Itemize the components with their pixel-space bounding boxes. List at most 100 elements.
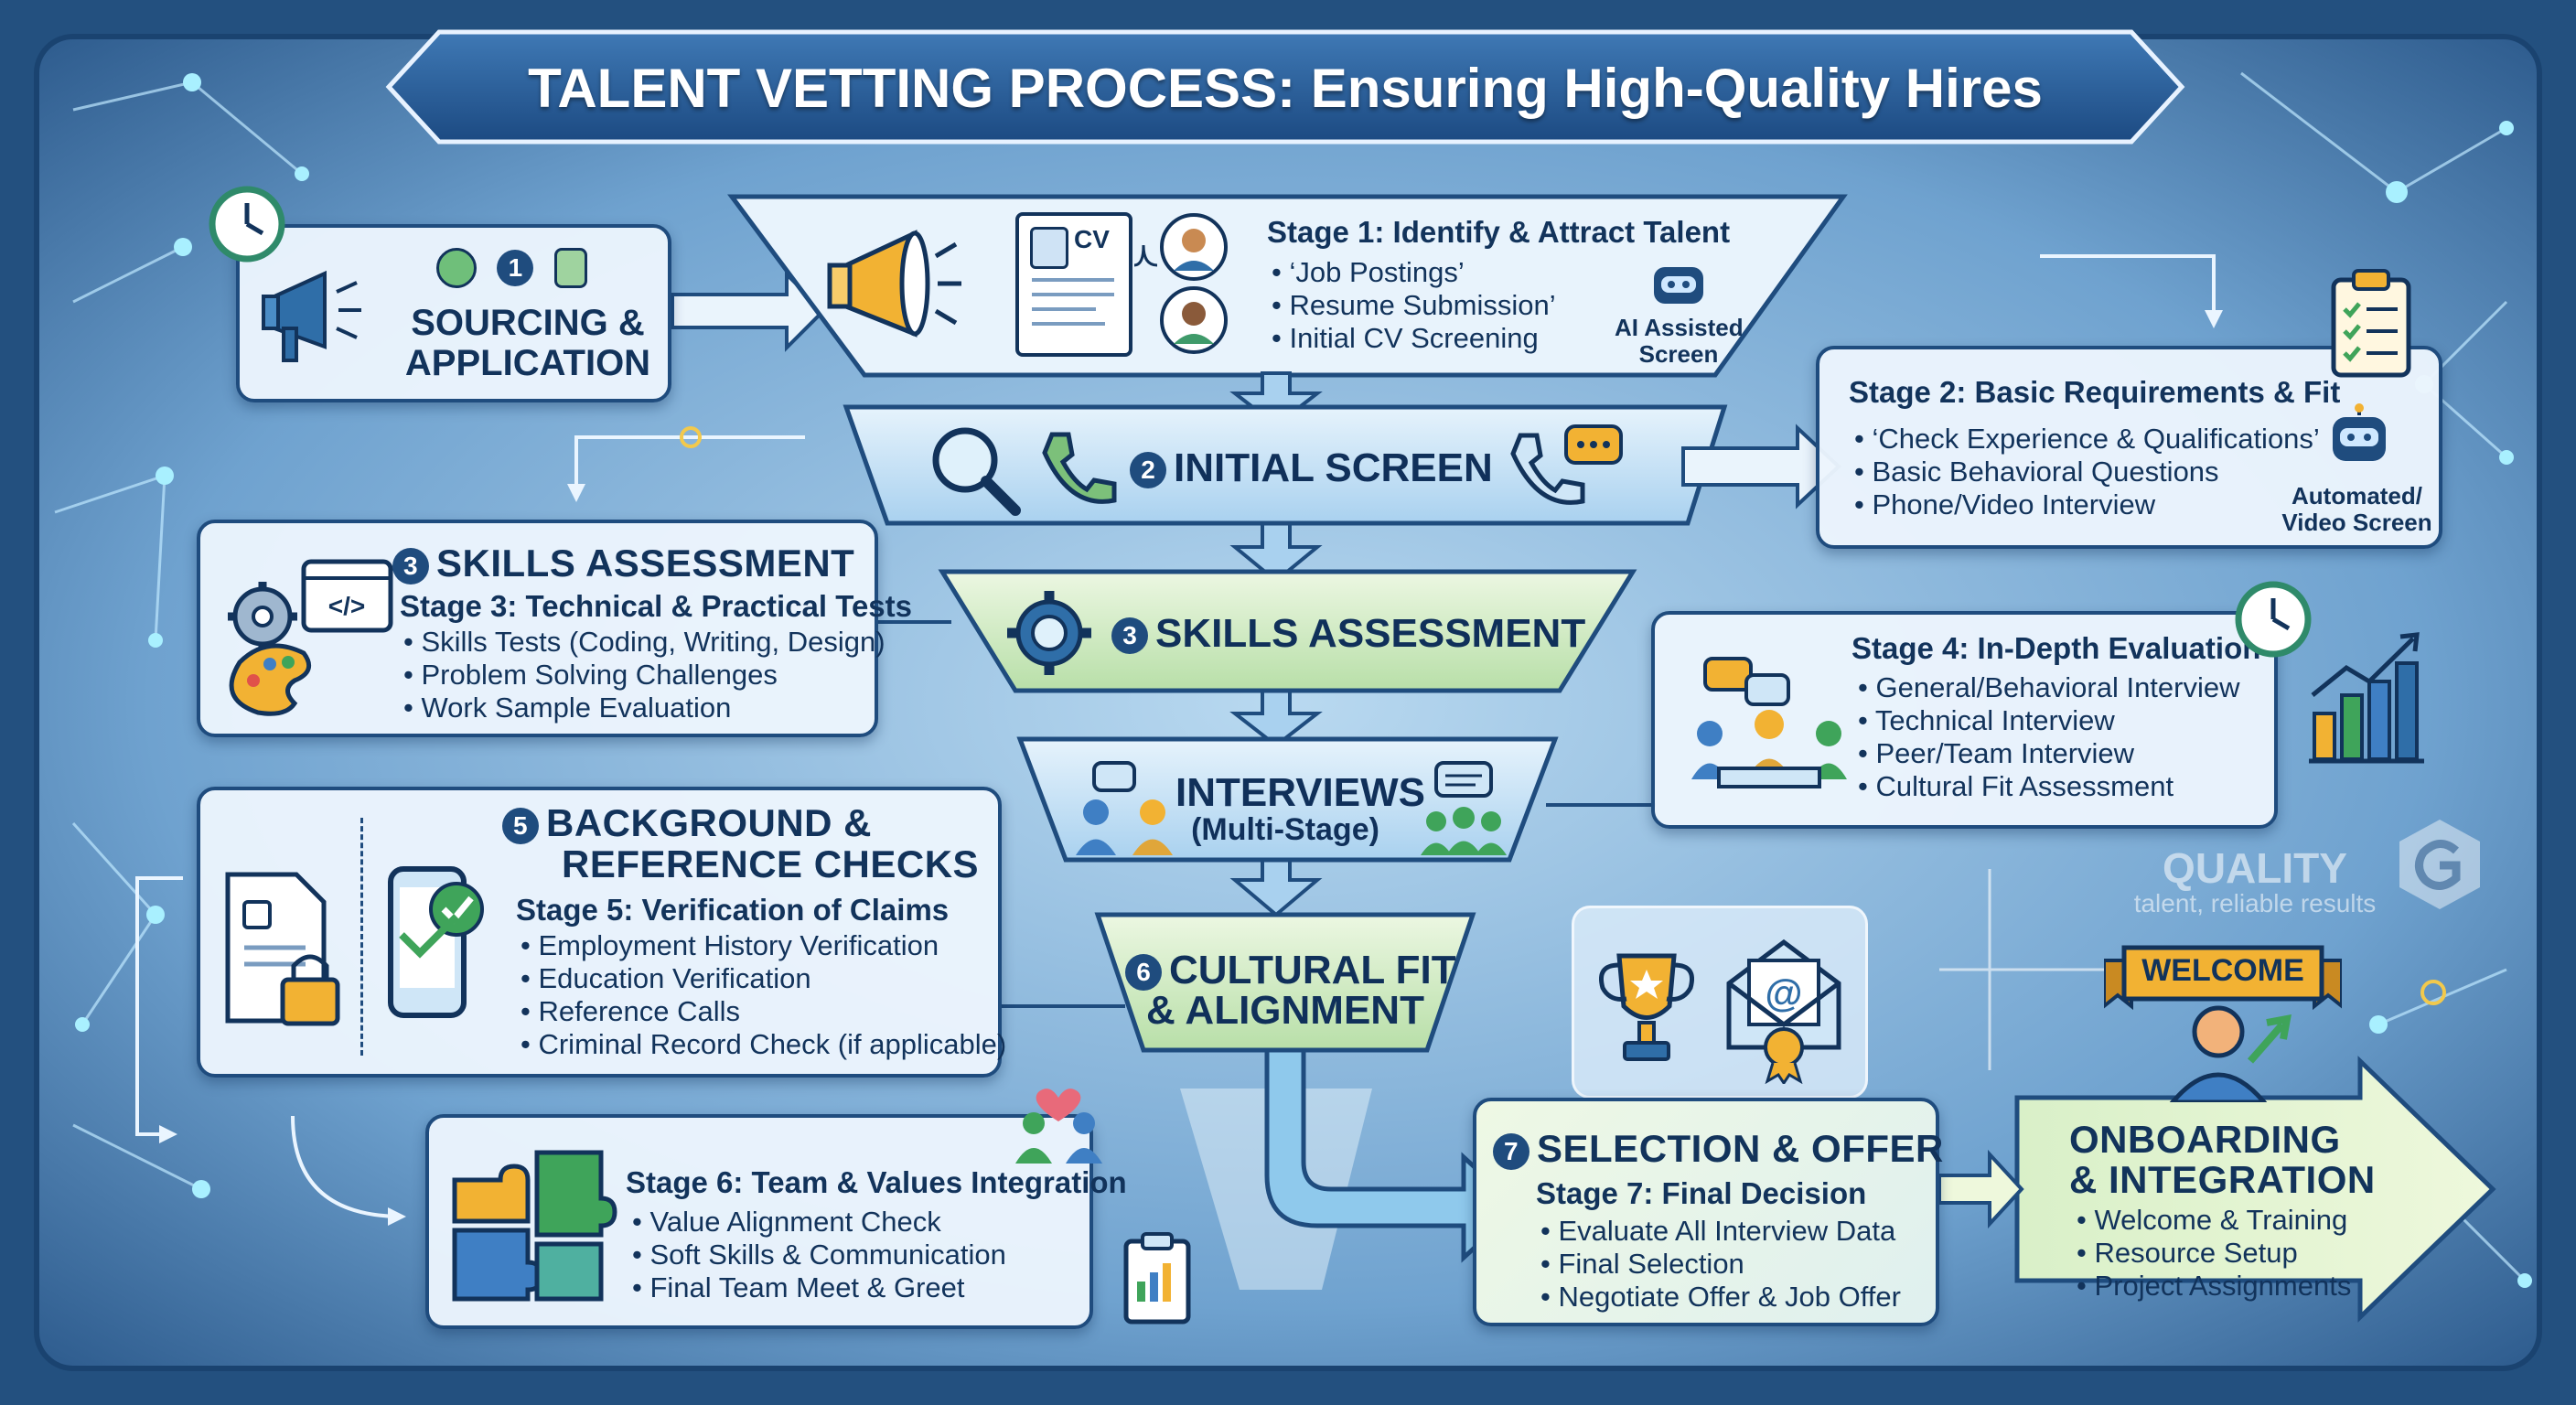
candidates-icon bbox=[1133, 213, 1228, 354]
list-item: Value Alignment Check bbox=[632, 1206, 1006, 1239]
list-item: Project Assignments bbox=[2077, 1270, 2351, 1303]
list-item: General/Behavioral Interview bbox=[1858, 671, 2239, 704]
welcome-banner-text: WELCOME bbox=[2141, 953, 2304, 988]
step-number: 3 bbox=[392, 547, 429, 585]
list-item: Initial CV Screening bbox=[1272, 322, 1556, 355]
step-number: 7 bbox=[1493, 1132, 1530, 1170]
interviews-label-line1: INTERVIEWS bbox=[1175, 770, 1426, 815]
stage3-list: Skills Tests (Coding, Writing, Design) P… bbox=[403, 626, 886, 724]
stage1-tag-line2: Screen bbox=[1638, 340, 1719, 368]
stage7-list: Evaluate All Interview Data Final Select… bbox=[1540, 1215, 1901, 1314]
list-item: Phone/Video Interview bbox=[1854, 488, 2320, 521]
robot-icon bbox=[1654, 267, 1703, 304]
interviews-label-line2: (Multi-Stage) bbox=[1191, 812, 1379, 847]
logo-icon bbox=[2399, 820, 2480, 909]
stage2-box: Stage 2: Basic Requirements & Fit ‘Check… bbox=[1816, 346, 2442, 549]
background-title-text: BACKGROUND & bbox=[546, 801, 872, 844]
onboarding-list: Welcome & Training Resource Setup Projec… bbox=[2077, 1204, 2351, 1303]
list-item: ‘Job Postings’ bbox=[1272, 256, 1556, 289]
welcome-banner bbox=[2104, 945, 2342, 1011]
divider bbox=[360, 818, 363, 1056]
list-item: Technical Interview bbox=[1858, 704, 2240, 737]
phone-verified-icon bbox=[388, 866, 484, 1018]
code-icon-text: </> bbox=[328, 592, 365, 620]
phone-icon bbox=[553, 248, 587, 288]
stage7-heading: Stage 7: Final Decision bbox=[1536, 1176, 1867, 1210]
cultural-label-text: CULTURAL FIT bbox=[1169, 948, 1456, 992]
step-number: 2 bbox=[1130, 452, 1166, 489]
stage5-heading: Stage 5: Verification of Claims bbox=[516, 893, 950, 927]
list-item: Resume Submission’ bbox=[1272, 289, 1555, 322]
stage2-tag-line2: Video Screen bbox=[2281, 509, 2432, 536]
magnifier-icon bbox=[932, 427, 1021, 516]
gears-code-icon: </> bbox=[228, 559, 393, 716]
clock-icon bbox=[209, 186, 285, 263]
stage1-tag-line1: AI Assisted bbox=[1615, 314, 1744, 341]
interview-people-icon bbox=[1076, 761, 1173, 855]
list-item: Criminal Record Check (if applicable) bbox=[521, 1028, 1006, 1061]
list-item: Soft Skills & Communication bbox=[632, 1239, 1005, 1271]
step-number: 3 bbox=[1111, 617, 1148, 655]
stage6-box: Stage 6: Team & Values Integration Value… bbox=[425, 1114, 1127, 1329]
quality-tagline: talent, reliable results bbox=[2133, 889, 2377, 917]
step-number: 1 bbox=[497, 250, 534, 286]
list-item: Reference Calls bbox=[521, 995, 1006, 1028]
gear-globe-icon bbox=[1007, 591, 1091, 675]
list-item: Resource Setup bbox=[2077, 1237, 2351, 1270]
list-item: Final Selection bbox=[1540, 1248, 1901, 1281]
step-number: 5 bbox=[502, 807, 539, 844]
page-title: TALENT VETTING PROCESS: Ensuring High-Qu… bbox=[528, 58, 2043, 119]
skills-box-title-text: SKILLS ASSESSMENT bbox=[436, 542, 855, 585]
sourcing-icons: 1 bbox=[436, 248, 587, 288]
email-offer-icon: @ bbox=[1726, 938, 1841, 1084]
stage4-list: General/Behavioral Interview Technical I… bbox=[1858, 671, 2240, 803]
bar-chart-growth-icon bbox=[2309, 632, 2424, 764]
team-meeting-icon bbox=[1691, 657, 1847, 788]
selection-title-text: SELECTION & OFFER bbox=[1537, 1127, 1944, 1170]
list-item: Evaluate All Interview Data bbox=[1540, 1215, 1901, 1248]
stage6-list: Value Alignment Check Soft Skills & Comm… bbox=[632, 1206, 1006, 1304]
cv-label: CV bbox=[1074, 225, 1110, 253]
megaphone-icon-stage1 bbox=[827, 230, 961, 338]
onboarding-title-line2: & INTEGRATION bbox=[2069, 1158, 2376, 1201]
list-item: Welcome & Training bbox=[2077, 1204, 2351, 1237]
list-item: Skills Tests (Coding, Writing, Design) bbox=[403, 626, 885, 659]
megaphone-icon bbox=[262, 270, 361, 362]
list-item: Negotiate Offer & Job Offer bbox=[1540, 1281, 1901, 1314]
cultural-label-line2: & ALIGNMENT bbox=[1146, 988, 1424, 1033]
list-item: Basic Behavioral Questions bbox=[1854, 456, 2320, 488]
stage2-tag-line1: Automated/ bbox=[2292, 482, 2422, 509]
stage1-heading: Stage 1: Identify & Attract Talent bbox=[1267, 215, 1731, 249]
skills-funnel-text: SKILLS ASSESSMENT bbox=[1155, 611, 1586, 656]
team-heart-icon bbox=[1015, 1089, 1102, 1164]
group-chat-icon bbox=[1421, 761, 1507, 855]
quality-watermark: QUALITY bbox=[2163, 844, 2347, 892]
stage4-heading: Stage 4: In-Depth Evaluation bbox=[1852, 631, 2261, 665]
list-item: Final Team Meet & Greet bbox=[632, 1271, 1006, 1304]
phone-chat-icon bbox=[1510, 424, 1623, 505]
stage2-list: ‘Check Experience & Qualifications’ Basi… bbox=[1854, 423, 2320, 521]
robot-icon bbox=[2333, 403, 2386, 461]
clipboard-checklist-icon bbox=[2331, 269, 2411, 378]
stage4-box: Stage 4: In-Depth Evaluation General/Beh… bbox=[1651, 611, 2278, 829]
stage5-list: Employment History Verification Educatio… bbox=[521, 929, 1006, 1061]
sourcing-title-line2: APPLICATION bbox=[404, 343, 651, 383]
stage6-heading: Stage 6: Team & Values Integration bbox=[626, 1165, 1127, 1199]
list-item: Cultural Fit Assessment bbox=[1858, 770, 2240, 803]
phone-call-icon bbox=[1042, 432, 1117, 504]
stage1-list: ‘Job Postings’ Resume Submission’ Initia… bbox=[1272, 256, 1556, 355]
puzzle-icon bbox=[452, 1150, 617, 1302]
stage2-heading: Stage 2: Basic Requirements & Fit bbox=[1849, 375, 2341, 409]
list-item: Peer/Team Interview bbox=[1858, 737, 2240, 770]
trophy-icon bbox=[1599, 953, 1694, 1061]
list-item: Problem Solving Challenges bbox=[403, 659, 886, 692]
list-item: Employment History Verification bbox=[521, 929, 1006, 962]
stage3-heading: Stage 3: Technical & Practical Tests bbox=[400, 589, 913, 623]
onboarding-title-line1: ONBOARDING bbox=[2069, 1118, 2341, 1161]
